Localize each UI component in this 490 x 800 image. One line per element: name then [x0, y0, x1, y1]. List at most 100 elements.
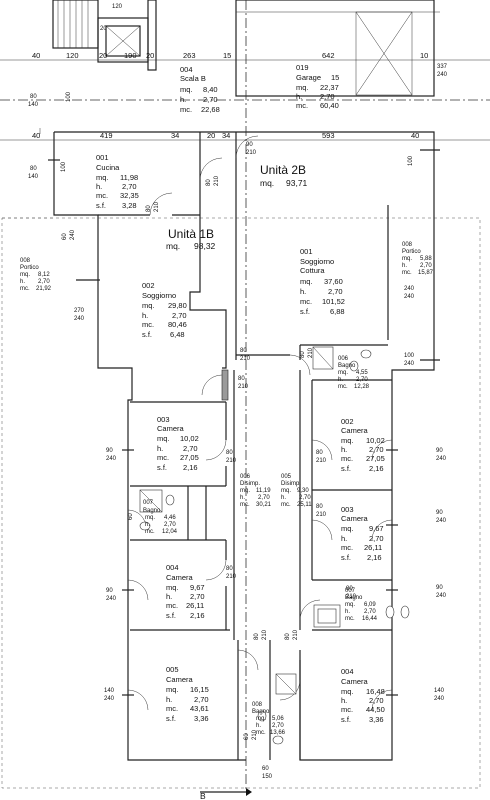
sogg1-h: 2,70 [172, 311, 187, 320]
opening-labels: 90 210 80 210 80 210 100 100 60 240 270 … [61, 142, 447, 780]
open-210-o: 210 [252, 729, 258, 740]
cam2-003-mc: 26,11 [364, 543, 382, 552]
unit-2b-walls [235, 131, 435, 761]
open-210-j: 210 [226, 574, 237, 580]
open-100-r2: 100 [404, 353, 415, 359]
room-bagno-1b-008: 008 Bagno mq. 5,06 h. 2,70 mc. 13,66 [252, 702, 286, 736]
open-80-e: 80 [238, 376, 245, 382]
disimp1-mc: 30,21 [256, 502, 272, 508]
cam2-003-mq: 9,67 [369, 524, 384, 533]
open-80-n: 80 [285, 633, 291, 640]
dim-row2-4: 34 [222, 131, 230, 140]
open-80-i: 80 [316, 504, 323, 510]
bagno1b-code: 008 [252, 702, 263, 708]
bagno1a-h: 2,70 [164, 522, 176, 528]
dim-row140: 140 [28, 174, 39, 180]
cucina-code: 001 [96, 153, 109, 162]
dim-top120: 120 [112, 4, 123, 10]
dim-row2-5: 593 [322, 131, 335, 140]
room-camera-2b-002: 002 Camera mq. 10,02 h. 2,70 mc. 27,05 s… [341, 417, 385, 473]
section-marker-b: B [200, 788, 252, 800]
room-bagno-1b-007: 007 Bagno mq. 4,46 h. 2,70 mc. 12,04 [143, 500, 178, 535]
portico-l-mc-k: mc. [20, 286, 30, 292]
disimp2-mq-k: mq. [281, 488, 291, 494]
cam2-004-mc: 44,50 [366, 705, 385, 714]
bagno2a-mc-k: mc. [338, 384, 348, 390]
open-210-f: 210 [308, 347, 314, 358]
portico-r-mq: 5,88 [420, 256, 432, 262]
cam1-005-mq-k: mq. [166, 685, 179, 694]
open-80-j: 80 [226, 566, 233, 572]
sogg1-code: 002 [142, 281, 155, 290]
open-240-w5: 240 [106, 596, 117, 602]
open-80-b: 80 [206, 179, 212, 186]
bagno2a-h-k: h. [338, 377, 343, 383]
dim-row2-1: 419 [100, 131, 113, 140]
unit-1b-walls [53, 131, 246, 761]
cam2-004-mc-k: mc. [341, 705, 353, 714]
portico-l-mq: 8,12 [38, 272, 50, 278]
cam1-004-mc-k: mc. [166, 601, 178, 610]
open-70-k: 60 [128, 513, 134, 520]
cam2-003-h-k: h. [341, 534, 347, 543]
open-240-w3: 240 [436, 518, 447, 524]
dim-row80: 80 [30, 166, 37, 172]
bagno2a-mc: 12,28 [354, 384, 370, 390]
cam2-004-name: Camera [341, 677, 369, 686]
scala-name: Scala B [180, 74, 206, 83]
open-80-d: 80 [240, 348, 247, 354]
sogg1-mc: 80,46 [168, 320, 187, 329]
unit-2b-mq-k: mq. [260, 178, 274, 188]
room-camera-1b-003: 003 Camera mq. 10,02 h. 2,70 mc. 27,05 s… [157, 415, 199, 472]
cam1-005-mc-k: mc. [166, 704, 178, 713]
dim-337: 337 [437, 64, 448, 70]
disimp1-mq: 11,19 [256, 488, 271, 494]
unit-2b-label: Unità 2B mq. 93,71 [260, 163, 308, 188]
bagno1b-mc-k: mc. [256, 730, 266, 736]
open-90-w5: 90 [106, 588, 113, 594]
scala-mq: 8,40 [203, 85, 218, 94]
garage-h: 2,70 [320, 92, 335, 101]
cam1-003-mq-k: mq. [157, 434, 170, 443]
open-60-l: 60 [62, 233, 68, 240]
sogg2-mq-k: mq. [300, 277, 313, 286]
cam1-005-name: Camera [166, 675, 194, 684]
cam1-005-mq: 16,15 [190, 685, 209, 694]
sogg2-sf-k: s.f. [300, 307, 310, 316]
cam1-003-sf: 2,16 [183, 463, 198, 472]
scala-mc: 22,68 [201, 105, 220, 114]
cam1-004-sf: 2,16 [190, 611, 205, 620]
bagno2a-name: Bagno [338, 363, 356, 369]
open-210-m: 210 [262, 629, 268, 640]
open-210-n: 210 [293, 629, 299, 640]
garage-name: Garage [296, 73, 321, 82]
cam1-005-h: 2,70 [194, 695, 209, 704]
open-240-r3: 240 [404, 361, 415, 367]
cam2-003-sf-k: s.f. [341, 553, 351, 562]
portico-l-h: 2,70 [38, 279, 50, 285]
bagno1a-code: 007 [143, 500, 154, 506]
open-140-w7: 140 [434, 688, 445, 694]
cam2-003-sf: 2,16 [367, 553, 382, 562]
cam1-004-code: 004 [166, 563, 179, 572]
cam1-003-mc-k: mc. [157, 453, 169, 462]
open-60-p: 60 [262, 766, 269, 772]
open-80-f: 80 [300, 351, 306, 358]
open-210-e: 210 [238, 384, 249, 390]
room-portico-left: 008 Portico mq. 8,12 h. 2,70 mc. 21,92 [20, 258, 52, 292]
open-90-w4: 90 [436, 585, 443, 591]
bagno1a-h-k: h. [145, 522, 150, 528]
portico-l-code: 008 [20, 258, 31, 264]
dimension-line-top: 40 120 20 190 20 263 15 642 10 40 419 34… [0, 4, 490, 180]
cam2-002-code: 002 [341, 417, 354, 426]
cam1-003-sf-k: s.f. [157, 463, 167, 472]
cam2-003-h: 2,70 [369, 534, 384, 543]
sogg1-h-k: h. [142, 311, 148, 320]
cam2-003-name: Camera [341, 514, 369, 523]
cam1-005-h-k: h. [166, 695, 172, 704]
dim-top-2: 20 [99, 51, 107, 60]
dim-row2-2: 34 [171, 131, 179, 140]
bagno1a-mq: 4,46 [164, 515, 176, 521]
dim-top-7: 642 [322, 51, 335, 60]
open-80-h: 80 [316, 450, 323, 456]
